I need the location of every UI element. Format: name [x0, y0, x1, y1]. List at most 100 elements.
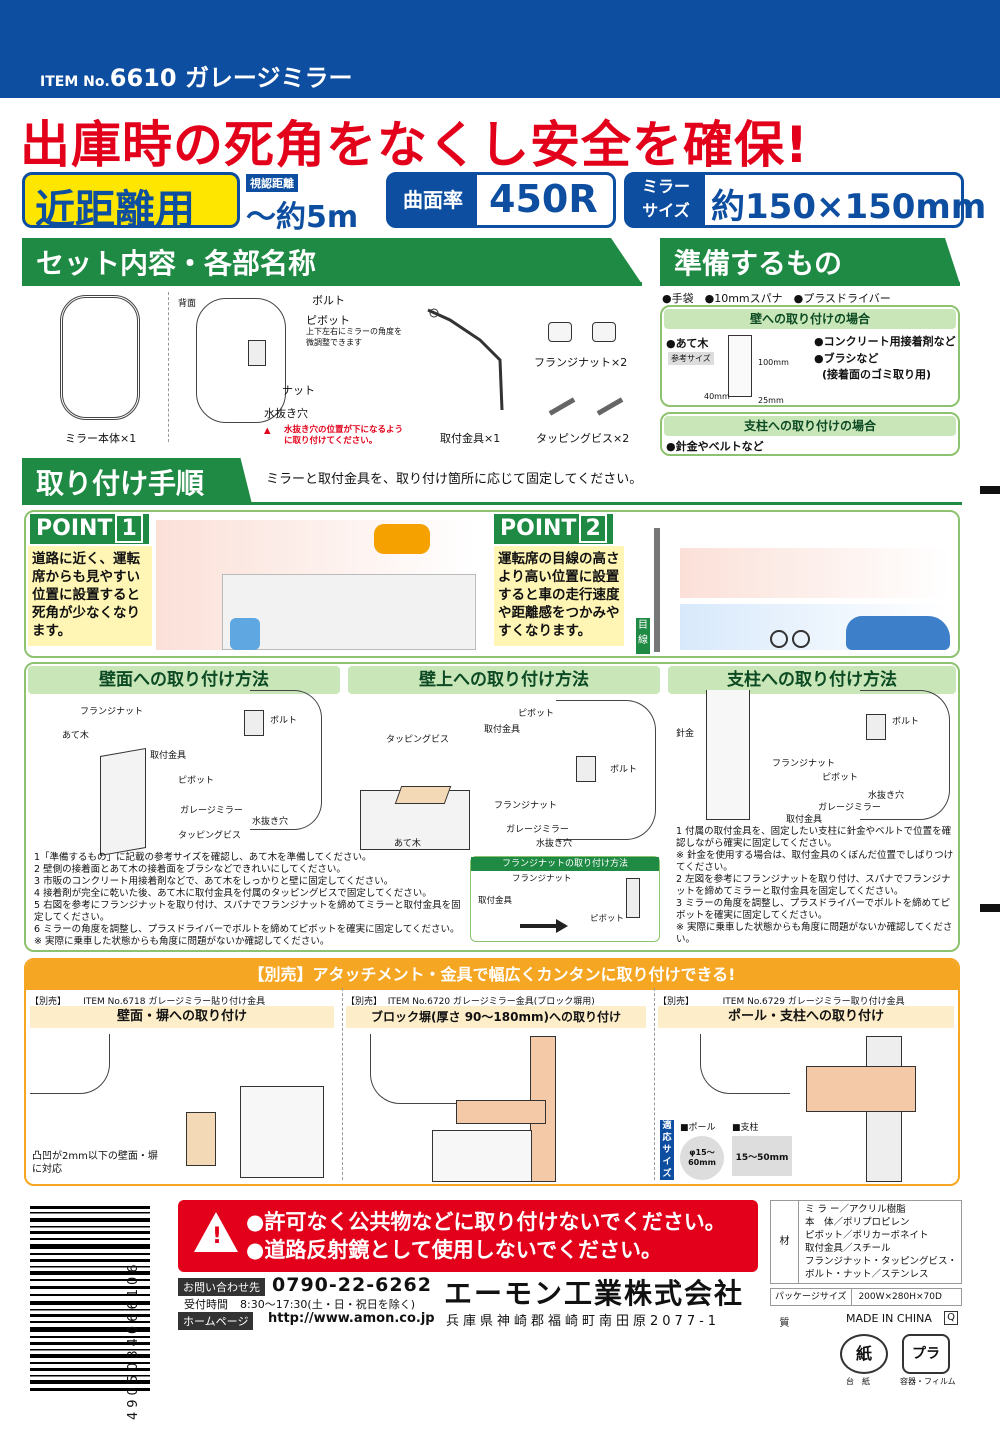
view-upper: [680, 548, 950, 598]
company-address: 兵庫県神崎郡福崎町南田原2077-1: [446, 1314, 721, 1329]
option1-wall: [240, 1086, 324, 1178]
option3-title: ポール・支柱への取り付け: [658, 1006, 954, 1028]
top-label: 水抜き穴: [536, 839, 573, 849]
wall-label: ボルト: [270, 716, 298, 726]
tapping-screw-2: [596, 397, 624, 416]
arrow-head: [556, 919, 568, 933]
pole-prep-panel: 支柱への取り付けの場合: [660, 412, 960, 456]
wall-prep-panel: 壁への取り付けの場合: [660, 305, 960, 407]
option3-mirror: [700, 1034, 790, 1094]
pole-drawing: [706, 690, 750, 820]
top-label: フランジナット: [494, 801, 558, 811]
pole-method-title: 支柱への取り付け方法: [668, 666, 956, 694]
point2-text: 運転席の目線の高さより高い位置に設置すると車の走行速度や距離感をつかみやすくなり…: [494, 546, 624, 646]
wall-label: 取付金具: [150, 751, 187, 761]
dim-25: 25mm: [758, 396, 784, 405]
top-mirror-drawing: [556, 700, 656, 840]
option1-plate: [186, 1112, 216, 1166]
top-label: 取付金具: [484, 725, 521, 735]
bracket-label: 取付金具×1: [440, 432, 501, 445]
spec-curvature: 曲面率 450R: [386, 172, 616, 228]
top-label: ボルト: [610, 765, 638, 775]
top-pivot: [576, 756, 596, 782]
made-in: MADE IN CHINA: [846, 1312, 932, 1325]
made-mark: Q: [944, 1311, 958, 1325]
pole-label: 水抜き穴: [868, 791, 905, 801]
option2-wall: [432, 1130, 532, 1182]
car-sedan: [846, 616, 950, 650]
wall-post: [654, 528, 660, 652]
pole-pivot: [866, 714, 886, 740]
option1-header: 【別売】 ITEM No.6718 ガレージミラー貼り付け金具: [30, 997, 266, 1007]
option1-note: 凸凹が2mm以下の壁面・塀に対応: [32, 1151, 158, 1175]
item-number: ITEM No.6610 ガレージミラー: [40, 64, 353, 92]
wall-label: あて木: [62, 731, 89, 741]
building: [222, 574, 476, 650]
mirror-label: ミラー本体×1: [65, 432, 137, 445]
drain-warning: ▲水抜き穴の位置が下になるように取り付けてください。: [264, 425, 404, 446]
options-panel: [24, 958, 960, 1186]
bolt-label: ボルト: [312, 294, 345, 307]
flange-box: フランジナットの取り付け方法: [470, 856, 660, 942]
wall-mirror-drawing: [250, 690, 322, 830]
barcode-number: 4905034066106: [126, 1260, 141, 1420]
option2-mirror: [370, 1034, 460, 1104]
package-row: パッケージサイズ 200W×280H×70D: [770, 1288, 962, 1306]
option1-title: 壁面・塀への取り付け: [30, 1006, 334, 1028]
flange-box-nut: フランジナット: [512, 874, 572, 884]
cyclist: [770, 600, 810, 648]
nut-label: ナット: [282, 384, 315, 397]
car-blue-small: [230, 618, 260, 650]
pivot-part: [248, 340, 266, 366]
hours-label: 受付時間: [184, 1298, 228, 1311]
arrow-right-icon: [520, 924, 560, 928]
wall-label: フランジナット: [80, 707, 144, 717]
car-yellow: [374, 524, 430, 554]
pole-size: φ15〜60mm: [680, 1136, 724, 1180]
flange-nut-2: [592, 322, 616, 342]
wall-pivot: [244, 710, 264, 736]
procedure-title: 取り付け手順: [22, 458, 252, 504]
header-bar: [0, 0, 1000, 98]
flange-box-pivot: ピボット: [590, 914, 625, 924]
hours: 8:30〜17:30(土・日・祝日を除く): [240, 1298, 415, 1311]
flange-nut-label: フランジナット×2: [534, 356, 628, 369]
wall-label: タッピングビス: [178, 831, 242, 841]
brush-item: ●ブラシなど: [814, 352, 879, 365]
paper-recycle-label: 台 紙: [846, 1377, 870, 1386]
wood-block: [728, 335, 752, 397]
pole-label: ガレージミラー: [818, 803, 881, 813]
prepare-items: ●手袋 ●10mmスパナ ●プラスドライバー: [662, 292, 891, 305]
top-method-title: 壁上への取り付け方法: [348, 666, 660, 694]
phone-number: 0790-22-6262: [272, 1274, 432, 1296]
homepage-link[interactable]: http://www.amon.co.jp: [268, 1311, 435, 1326]
post-size: 15〜50mm: [732, 1136, 792, 1176]
pole-label: ピボット: [822, 773, 859, 783]
hp-label: ホームページ: [178, 1312, 254, 1330]
edge-mark: [980, 486, 1000, 494]
post-type: ■支柱: [732, 1123, 759, 1133]
spec-size: ミラーサイズ 約150×150mm: [624, 172, 986, 228]
flange-box-pivot-drawing: [626, 878, 640, 918]
pole-label: ボルト: [892, 717, 920, 727]
glue-item: ●コンクリート用接着剤など: [814, 335, 956, 348]
materials-table: 材 質 ミ ラ ー／アクリル樹脂本 体／ポリプロピレンピボット／ポリカーボネイト…: [770, 1200, 962, 1329]
pole-label: 取付金具: [786, 815, 823, 825]
back-label: 背面: [178, 299, 197, 309]
flange-box-bracket: 取付金具: [478, 896, 513, 906]
wall-label: ガレージミラー: [180, 806, 243, 816]
edge-mark: [980, 904, 1000, 912]
top-label: ガレージミラー: [506, 825, 569, 835]
steps-left: 1「準備するもの」に記載の参考サイズを確認し、あて木を準備してください。2 壁側…: [34, 852, 461, 947]
pole-label: 針金: [676, 729, 695, 739]
eye-level-label: 目線: [636, 618, 650, 654]
pivot-label: ピボット: [306, 314, 350, 327]
wall-wood-drawing: [100, 747, 146, 857]
pole-type: ■ポール: [680, 1123, 716, 1133]
flange-nut-1: [548, 322, 572, 342]
option1-mirror: [30, 1034, 110, 1094]
spec-type: 近距離用: [22, 172, 240, 233]
barcode: [30, 1198, 170, 1398]
